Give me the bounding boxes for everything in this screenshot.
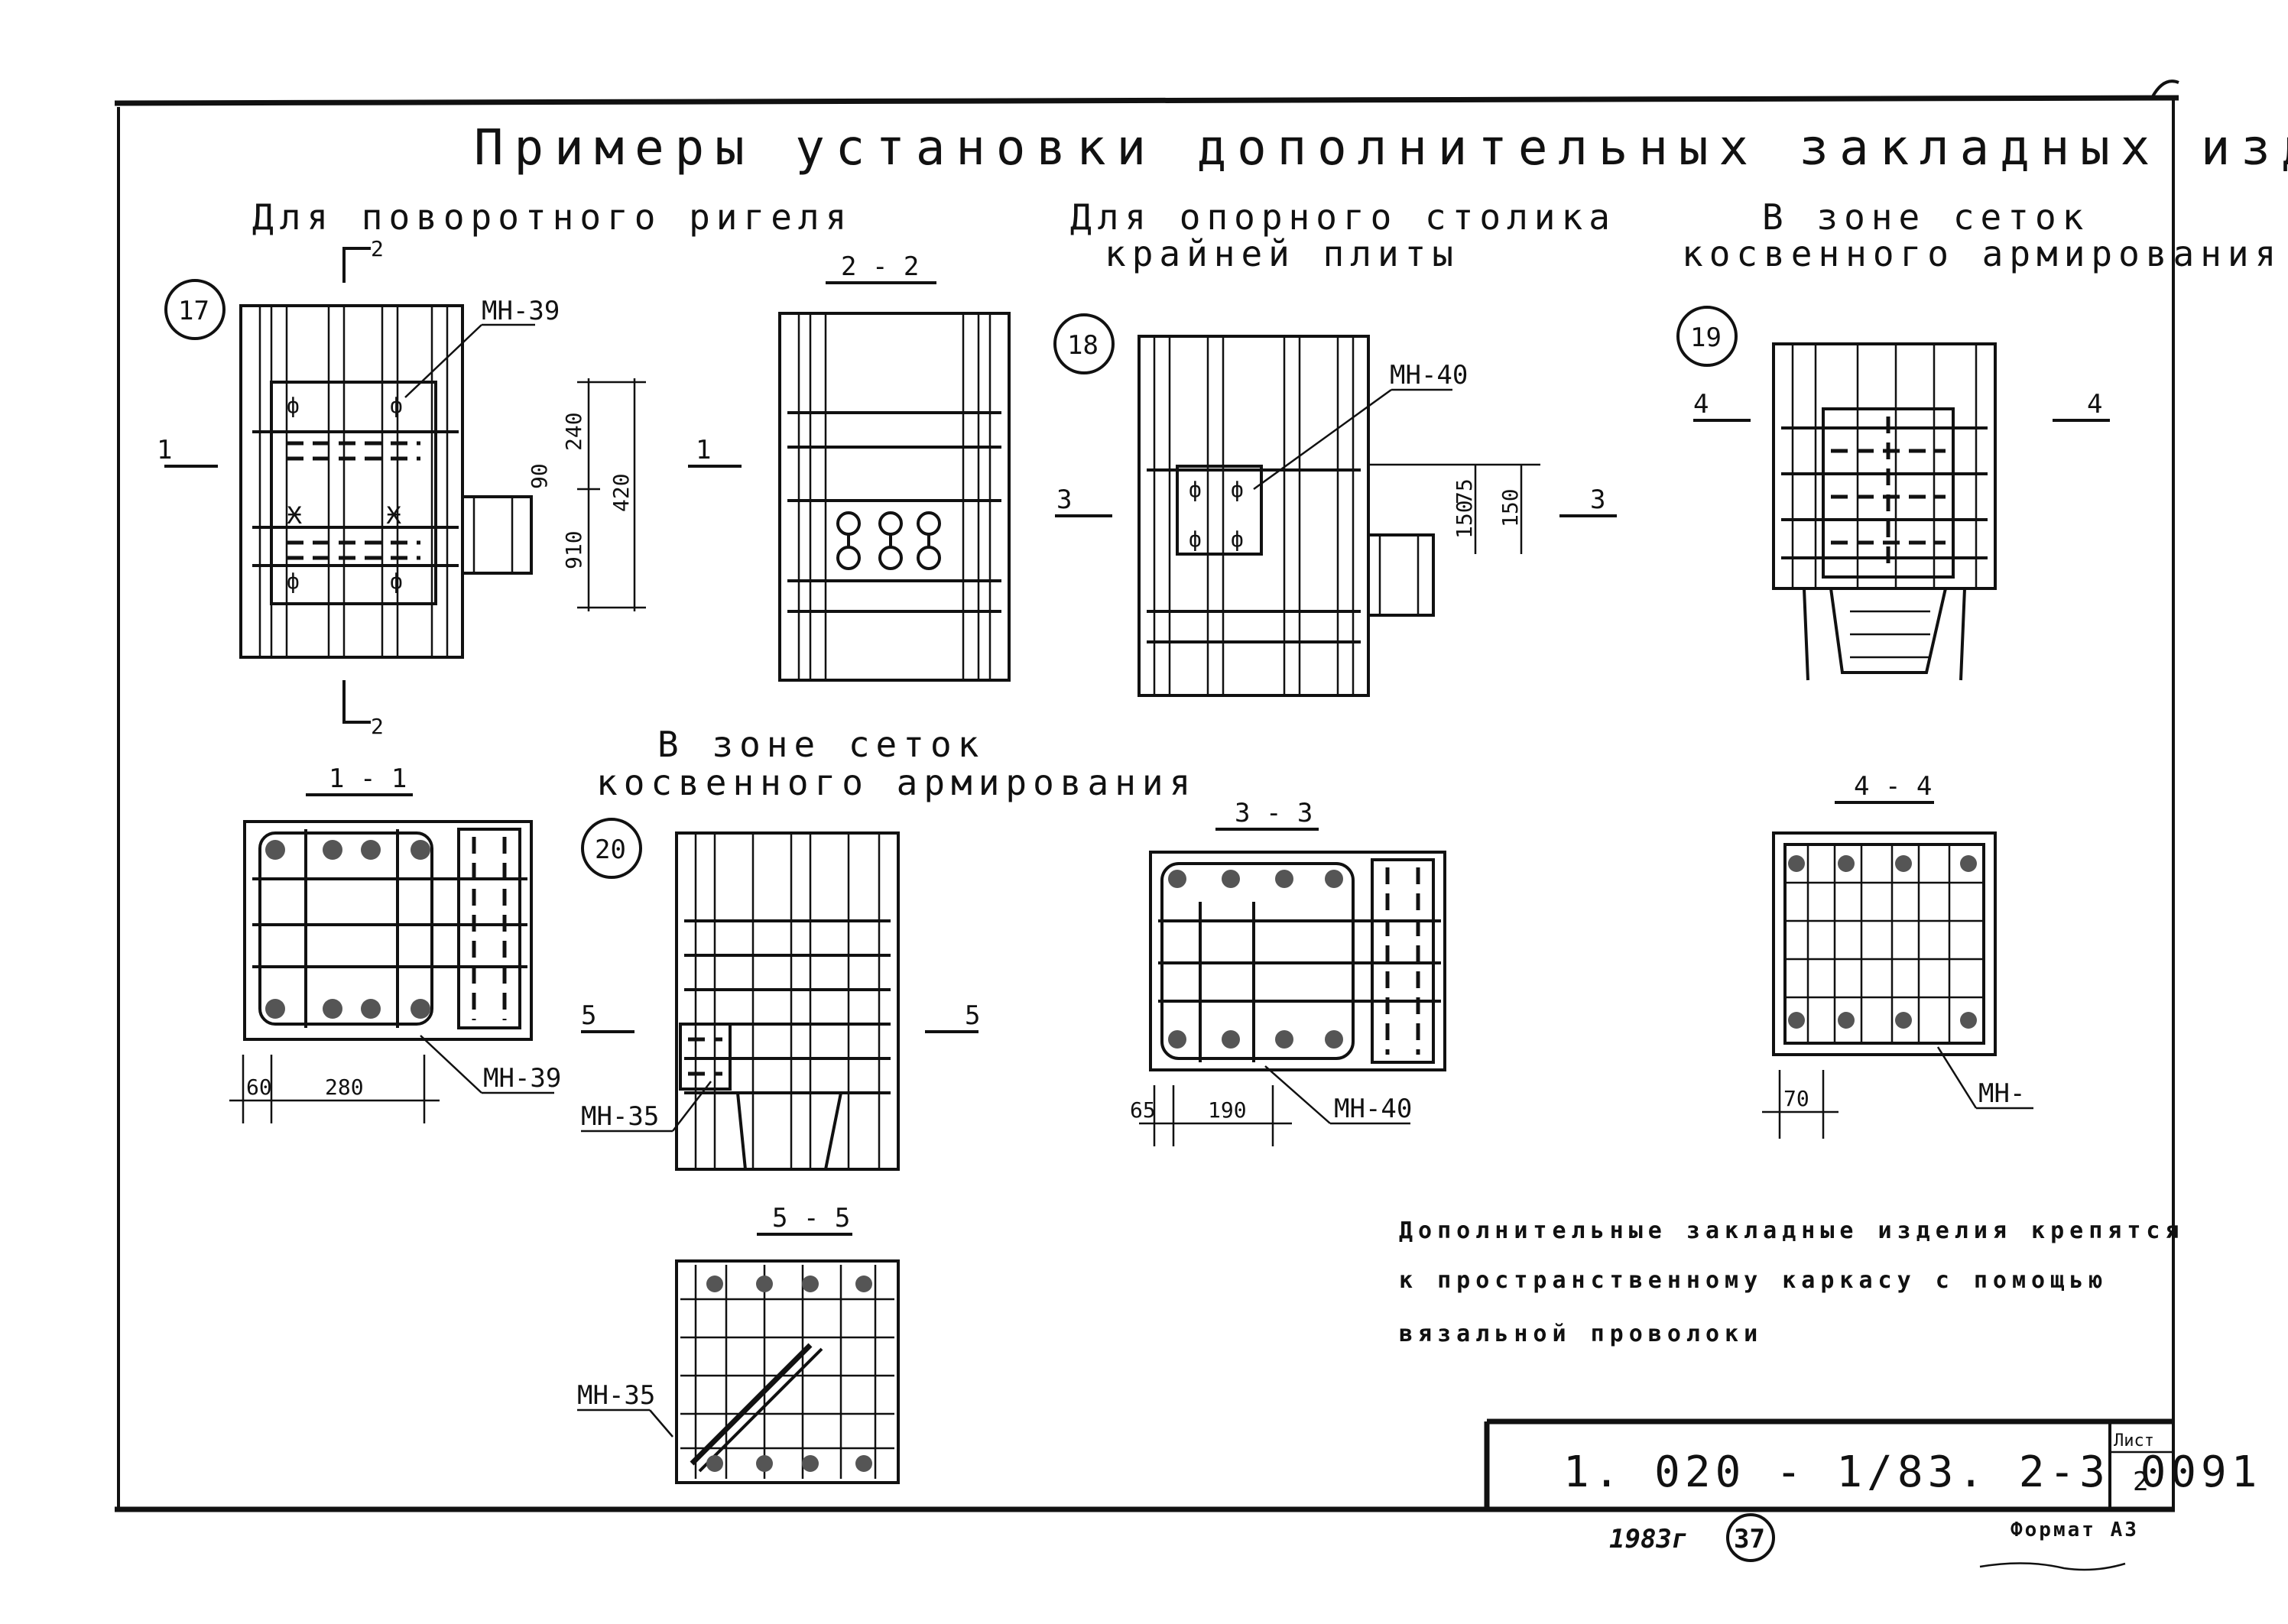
detail-19: 19 4 4 bbox=[1676, 306, 2110, 681]
svg-text:ф: ф bbox=[1189, 527, 1202, 552]
dim-150b: 150 bbox=[1498, 488, 1523, 527]
footer: 1983г 37 Формат А3 bbox=[1609, 79, 2179, 1571]
heading-stolik-line1: Для опорного столика bbox=[1070, 196, 1616, 238]
note-line-3: вязальной проволоки bbox=[1399, 1321, 1763, 1347]
cut-mark-4-left: 4 bbox=[1693, 389, 1709, 420]
dim-90: 90 bbox=[527, 463, 552, 489]
cut-mark-5-left: 5 bbox=[581, 1000, 596, 1031]
detail-18-item-label: МН-40 bbox=[1390, 360, 1468, 391]
dim-60: 60 bbox=[246, 1075, 272, 1100]
sheet-title: Примеры установки дополнительных закладн… bbox=[474, 120, 2288, 177]
footer-year: 1983г bbox=[1609, 1524, 1687, 1554]
title-stamp: 1. 020 - 1/83. 2-3 0091 Лист 2 bbox=[1484, 1418, 2261, 1509]
heading-zone-right-line1: В зоне сеток bbox=[1762, 196, 2089, 238]
note-block: Дополнительные закладные изделия крепятс… bbox=[1399, 1217, 2185, 1347]
section-4-4-label: 4 - 4 bbox=[1854, 771, 1932, 802]
section-2-2-label: 2 - 2 bbox=[841, 251, 919, 282]
svg-text:Ӿ: Ӿ bbox=[386, 500, 401, 530]
heading-stolik-line2: крайней плиты bbox=[1105, 233, 1459, 274]
svg-text:ф: ф bbox=[287, 569, 300, 594]
footer-page-number: 37 bbox=[1734, 1524, 1765, 1554]
footer-format: Формат А3 bbox=[2011, 1519, 2139, 1541]
svg-text:ф: ф bbox=[287, 393, 300, 418]
cut-mark-2-bottom: 2 bbox=[371, 714, 384, 739]
section-3-3-label: 3 - 3 bbox=[1235, 798, 1313, 828]
svg-text:ф: ф bbox=[1189, 477, 1202, 502]
section-5-5: 5 - 5 МН-35 bbox=[577, 1203, 900, 1484]
footer-signature-mark bbox=[1979, 1562, 2126, 1571]
section-1-1-label: 1 - 1 bbox=[329, 763, 407, 794]
svg-text:ф: ф bbox=[1231, 477, 1244, 502]
heading-zone-mid-line1: В зоне сеток bbox=[657, 724, 985, 765]
dim-420: 420 bbox=[609, 473, 634, 512]
cut-mark-1-left: 1 bbox=[157, 435, 172, 465]
cut-mark-5-right: 5 bbox=[965, 1000, 980, 1031]
detail-20: 20 МН-35 5 5 bbox=[581, 818, 980, 1171]
dim-280: 280 bbox=[325, 1075, 364, 1100]
note-line-1: Дополнительные закладные изделия крепятс… bbox=[1399, 1217, 2185, 1244]
section-3-3: 3 - 3 65 190 МН-40 bbox=[1130, 798, 1446, 1146]
stamp-sheet-label: Лист bbox=[2114, 1431, 2154, 1451]
cut-mark-3-left: 3 bbox=[1056, 485, 1072, 515]
section-1-1-item-label: МН-39 bbox=[483, 1063, 561, 1094]
section-5-5-item-label: МН-35 bbox=[577, 1380, 655, 1411]
detail-17-number: 17 bbox=[178, 296, 209, 326]
heading-rigel: Для поворотного ригеля bbox=[252, 196, 852, 238]
dim-65: 65 bbox=[1130, 1097, 1156, 1123]
stamp-code: 1. 020 - 1/83. 2-3 0091 bbox=[1563, 1447, 2261, 1497]
detail-18-number: 18 bbox=[1067, 330, 1099, 361]
detail-17: 17 2 ф ф ф ф Ӿ Ӿ МН-39 bbox=[157, 236, 742, 739]
heading-zone-right-line2: косвенного армирования bbox=[1682, 233, 2282, 274]
svg-text:ф: ф bbox=[390, 393, 403, 418]
dim-240: 240 bbox=[561, 412, 586, 451]
detail-20-item-label: МН-35 bbox=[581, 1101, 659, 1132]
dim-70: 70 bbox=[1783, 1086, 1809, 1111]
corner-page-mark bbox=[2150, 79, 2179, 99]
detail-20-number: 20 bbox=[595, 835, 626, 865]
dim-150a: 150 bbox=[1452, 500, 1477, 539]
stamp-sheet-number: 2 bbox=[2133, 1467, 2148, 1497]
detail-17-item-label: МН-39 bbox=[482, 296, 560, 326]
dim-910: 910 bbox=[561, 530, 586, 569]
section-4-4-item-label: МН- bbox=[1978, 1078, 2025, 1109]
heading-zone-mid-line2: косвенного армирования bbox=[596, 762, 1196, 803]
cut-mark-4-right: 4 bbox=[2087, 389, 2102, 420]
detail-19-number: 19 bbox=[1690, 323, 1722, 353]
section-2-2: 2 - 2 bbox=[778, 251, 1011, 682]
note-line-2: к пространственному каркасу с помощью bbox=[1399, 1267, 2108, 1294]
dim-190: 190 bbox=[1208, 1097, 1247, 1123]
dim-75: 75 bbox=[1452, 478, 1477, 504]
cut-mark-3-right: 3 bbox=[1590, 485, 1605, 515]
svg-text:ф: ф bbox=[390, 569, 403, 594]
cut-mark-1-right: 1 bbox=[696, 435, 711, 465]
section-1-1: 1 - 1 60 280 МН-39 bbox=[229, 763, 561, 1123]
section-3-3-item-label: МН-40 bbox=[1334, 1094, 1412, 1124]
sheet-frame bbox=[114, 95, 2179, 1512]
cut-mark-2-top: 2 bbox=[371, 236, 384, 261]
svg-text:ф: ф bbox=[1231, 527, 1244, 552]
section-4-4: 4 - 4 70 МН- bbox=[1762, 771, 2033, 1139]
svg-text:Ӿ: Ӿ bbox=[287, 500, 302, 530]
section-5-5-label: 5 - 5 bbox=[772, 1203, 850, 1233]
